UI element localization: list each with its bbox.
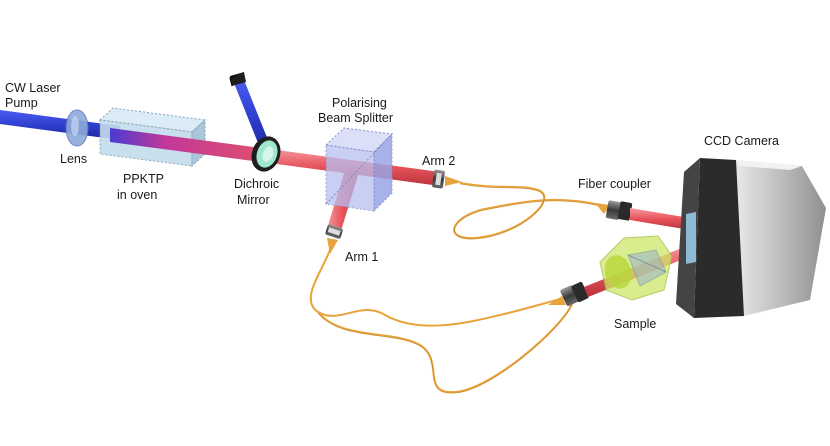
label-pbs-1: Polarising [332, 96, 387, 110]
label-dichroic-2: Mirror [237, 193, 270, 207]
arm-2-coupler [432, 169, 462, 189]
label-cw-laser-pump-2: Pump [5, 96, 38, 110]
label-cw-laser-pump-1: CW Laser [5, 81, 61, 95]
ccd-camera [676, 158, 826, 318]
optical-fiber-shadow [317, 183, 601, 394]
pump-beam [0, 110, 120, 140]
label-lens: Lens [60, 152, 87, 166]
optical-fiber [309, 182, 601, 394]
sample-holder [599, 235, 673, 301]
lens [65, 109, 89, 147]
label-sample: Sample [614, 317, 656, 331]
label-arm-1: Arm 1 [345, 250, 378, 264]
label-dichroic-1: Dichroic [234, 177, 279, 191]
arm-1-coupler [325, 224, 343, 254]
label-pbs-2: Beam Splitter [318, 111, 393, 125]
fiber-coupler [595, 200, 690, 230]
label-fiber-coupler: Fiber coupler [578, 177, 651, 191]
label-ppktp-1: PPKTP [123, 172, 164, 186]
label-arm-2: Arm 2 [422, 154, 455, 168]
converted-beam [110, 128, 268, 163]
dichroic-mirror [251, 136, 281, 172]
beam-splitter-cube [324, 127, 394, 213]
label-ppktp-2: in oven [117, 188, 157, 202]
dump-beam [229, 72, 272, 153]
label-ccd-camera: CCD Camera [704, 134, 779, 148]
